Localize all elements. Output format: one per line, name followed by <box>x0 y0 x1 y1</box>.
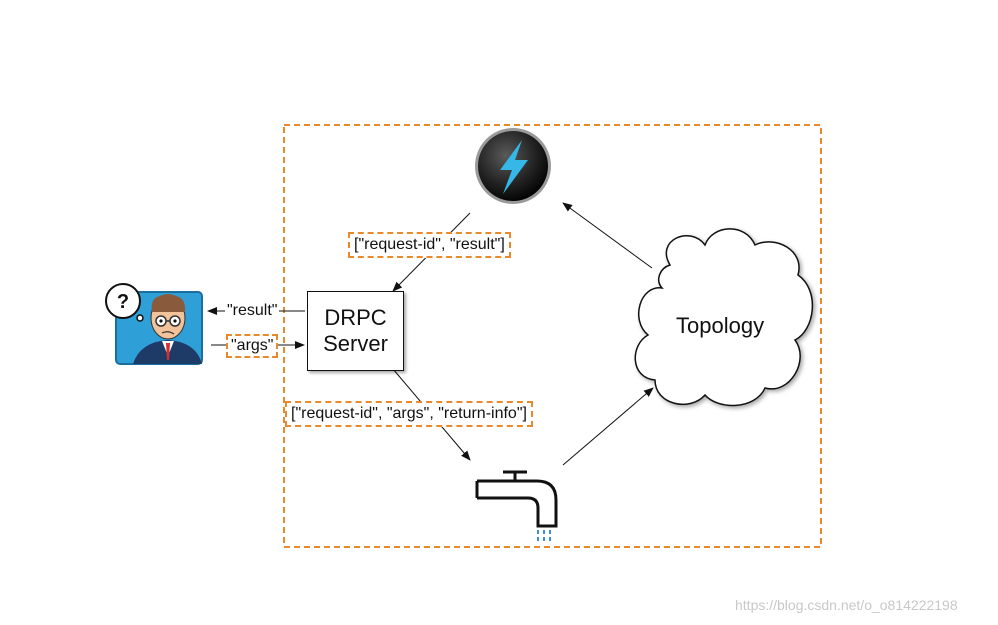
svg-text:?: ? <box>117 291 129 313</box>
drpc-server-box: DRPC Server <box>307 291 404 371</box>
arrow-spout-to-topology <box>562 387 654 466</box>
tag-request-args-return: ["request-id", "args", "return-info"] <box>285 401 533 427</box>
water-faucet-icon <box>475 470 558 528</box>
topology-label: Topology <box>676 313 765 338</box>
tag-request-result: ["request-id", "result"] <box>348 232 511 258</box>
tag-args: "args" <box>226 334 279 358</box>
arrow-topology-to-storm <box>562 202 653 269</box>
cloud-icon <box>634 228 813 407</box>
watermark: https://blog.csdn.net/o_o814222198 <box>735 597 958 613</box>
label-result: "result" <box>225 302 280 320</box>
lightning-storm-icon <box>475 128 551 204</box>
drpc-server-line2: Server <box>323 331 388 356</box>
water-drops <box>537 530 551 541</box>
confused-person-icon: ? <box>105 283 203 365</box>
drpc-server-line1: DRPC <box>324 305 387 330</box>
